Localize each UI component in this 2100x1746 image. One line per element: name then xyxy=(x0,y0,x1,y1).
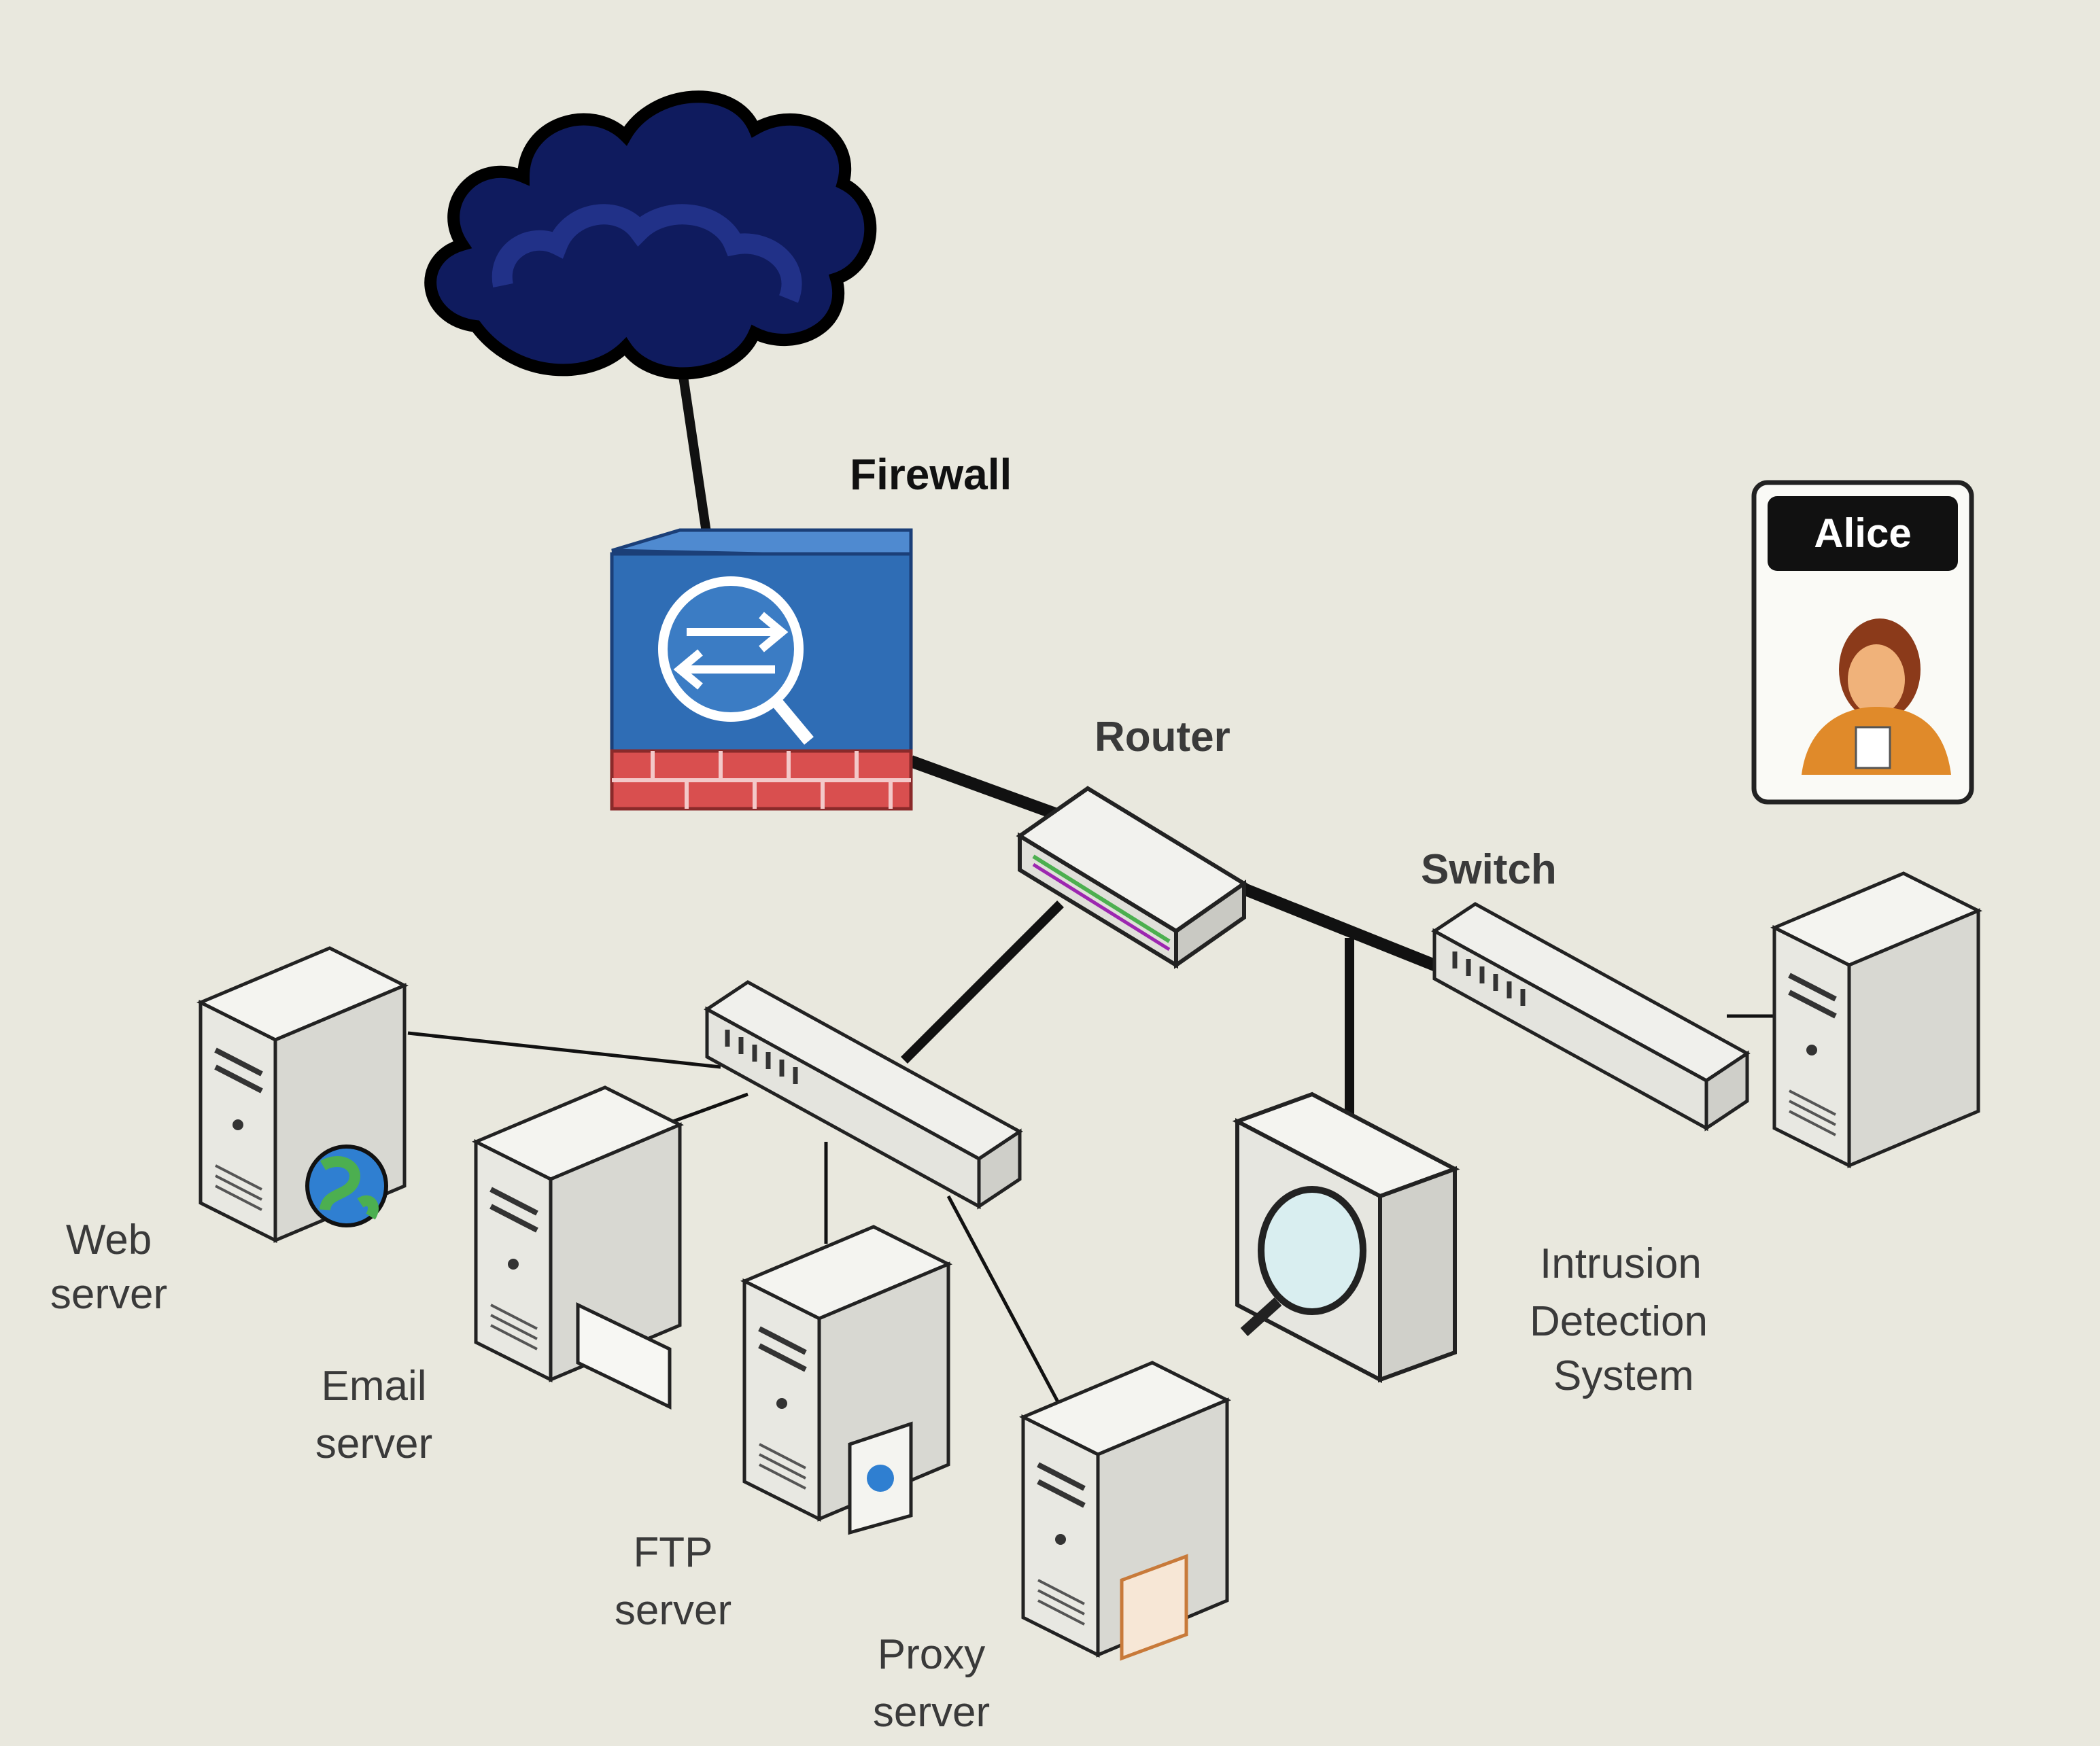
router-label: Router xyxy=(1095,714,1230,761)
internet-cloud-icon xyxy=(424,90,877,380)
web-server-label-line1: Web xyxy=(66,1217,152,1263)
proxy-server-label-line1: Proxy xyxy=(878,1631,985,1678)
proxy-server-label-line2: server xyxy=(873,1689,990,1736)
switch-icon xyxy=(1434,904,1747,1128)
mail-icon xyxy=(576,1302,672,1410)
alice-server-icon xyxy=(1774,873,1978,1166)
email-server-label-line2: server xyxy=(315,1420,432,1467)
web-server-label-line2: server xyxy=(50,1271,167,1318)
ids-label-line2: Detection xyxy=(1530,1298,1708,1345)
alice-label: Alice xyxy=(1814,510,1911,556)
ftp-server-label-line2: server xyxy=(615,1587,731,1634)
router-icon xyxy=(1016,786,1248,969)
user-avatar-icon xyxy=(1802,618,1951,775)
alice-name-badge xyxy=(1768,496,1958,571)
ftp-server-icon xyxy=(744,1227,948,1519)
proxy-doc-icon xyxy=(1120,1554,1188,1661)
switch-label: Switch xyxy=(1421,846,1557,893)
firewall-label: Firewall xyxy=(850,450,1012,499)
globe-icon xyxy=(305,1145,388,1227)
alice-card: Alice xyxy=(1751,480,1974,805)
firewall-icon xyxy=(610,528,913,811)
ids-magnifier-icon xyxy=(1232,1092,1460,1383)
ftp-server-label-line1: FTP xyxy=(633,1529,712,1576)
ftp-file-icon xyxy=(848,1421,913,1535)
ids-label-line3: System xyxy=(1553,1352,1694,1399)
ids-label-line1: Intrusion xyxy=(1540,1240,1702,1287)
connections xyxy=(407,352,1781,1408)
email-server-label-line1: Email xyxy=(321,1363,426,1410)
dmz-switch-icon xyxy=(707,982,1020,1206)
